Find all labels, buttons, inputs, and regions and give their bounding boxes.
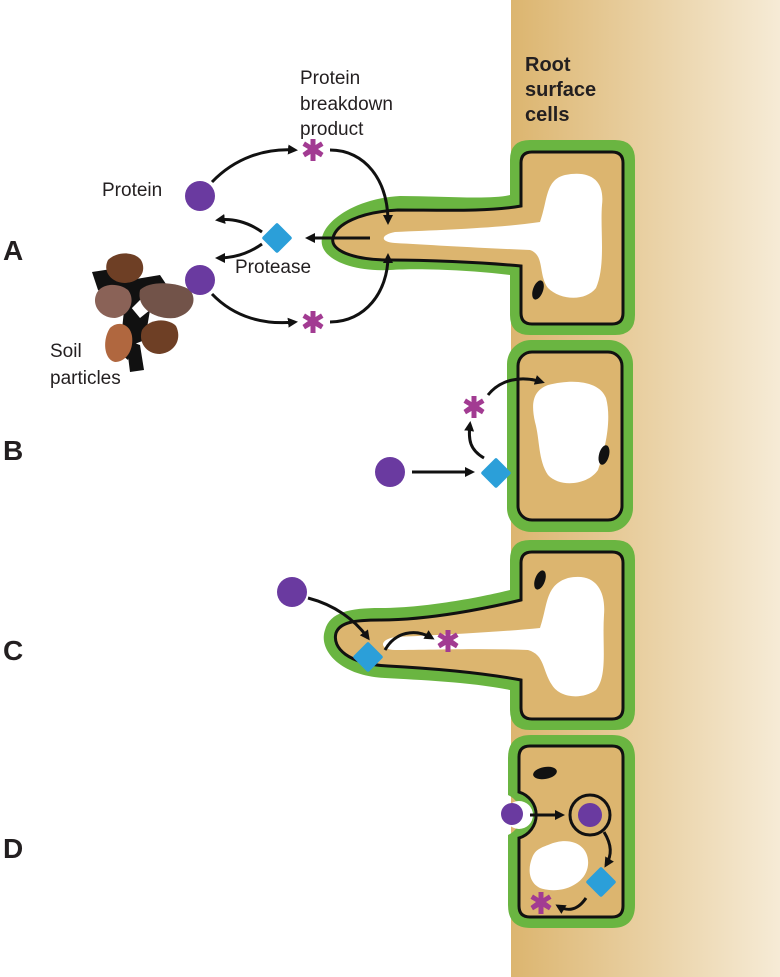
protease-icon: [480, 457, 512, 489]
protein-icon: [185, 181, 215, 211]
protease-icon: [261, 222, 293, 254]
panel-label-c: C: [3, 635, 23, 666]
root-cell-b: [507, 340, 633, 532]
root-hair-cell-c: [323, 540, 635, 730]
root-surface-cells-label: Root surface cells: [525, 54, 602, 126]
root-cell-d: [505, 735, 635, 928]
protein-icon: [501, 803, 523, 825]
protein-icon: [185, 265, 215, 295]
soil-particles-label: Soil particles: [50, 341, 121, 389]
protein-icon: [277, 577, 307, 607]
panel-label-b: B: [3, 435, 23, 466]
breakdown-product-icon: [463, 396, 485, 418]
soil-particles: [92, 253, 194, 372]
panel-c-arrows: [307, 596, 435, 651]
protein-label: Protein: [102, 180, 162, 201]
root-hair-cell-a: [321, 140, 635, 335]
protein-icon: [375, 457, 405, 487]
panel-label-d: D: [3, 833, 23, 864]
protein-icon: [578, 803, 602, 827]
panel-d-arrows: [530, 810, 614, 914]
panel-a-arrows: [210, 144, 393, 328]
panel-label-a: A: [3, 235, 23, 266]
panel-b-arrows: [412, 375, 545, 477]
breakdown-product-icon: [302, 311, 324, 333]
breakdown-product-icon: [302, 139, 324, 161]
protein-breakdown-product-label: Protein breakdown product: [300, 68, 398, 140]
protease-label: Protease: [235, 257, 311, 278]
